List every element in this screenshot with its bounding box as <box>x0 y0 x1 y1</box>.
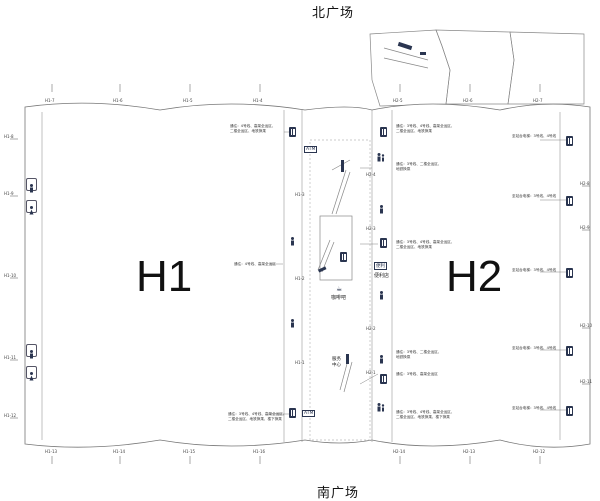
gate-label: H2-13 <box>463 449 476 454</box>
elevator-icon <box>380 374 387 384</box>
atm-sign: ATM <box>302 410 316 417</box>
direction-note: 通往：3号线、4号线、高架全运区、 二楼全运区、地铁换乘 <box>396 124 455 133</box>
lift-note: 至站台电梯：3号线、4号线 <box>512 268 557 272</box>
gate-label: H1-7 <box>45 98 55 103</box>
elevator-icon <box>380 238 387 248</box>
restroom-icon <box>26 366 37 381</box>
gate-label: H2-6 <box>463 98 473 103</box>
gate-label: H1-6 <box>113 98 123 103</box>
store-tag: 便利 <box>374 262 387 270</box>
direction-note: 通往：3号线、高架全运区 <box>396 372 438 376</box>
main-hall-outline <box>24 102 591 448</box>
gate-label: H1-15 <box>183 449 196 454</box>
gate-label: H1-2 <box>295 276 305 281</box>
gate-label: H1-5 <box>183 98 193 103</box>
gate-label: H1-10 <box>4 273 17 278</box>
gate-label: H1-8 <box>4 134 14 139</box>
elevator-icon <box>340 252 347 262</box>
gate-label: H1-13 <box>45 449 58 454</box>
gate-label: H2-14 <box>393 449 406 454</box>
elevator-icon <box>566 268 573 278</box>
restroom-icon <box>26 178 37 193</box>
lift-note: 至站台电梯：3号线、4号线 <box>512 194 557 198</box>
lift-note: 至站台电梯：3号线、4号线 <box>512 406 557 410</box>
gate-label: H1-11 <box>4 355 17 360</box>
direction-note: 通往：4号线、高架全运区 <box>234 262 276 266</box>
north-wing-escalator <box>397 41 426 55</box>
direction-note: 通往：3号线、4号线、高架全运区、 二楼全运区、地铁换乘、楼下换乘 <box>396 410 455 419</box>
gate-label: H1-4 <box>253 98 263 103</box>
elevator-icon <box>289 127 296 137</box>
gate-label: H2-12 <box>533 449 546 454</box>
direction-note: 通往：3号线、4号线、高架全运区、 二楼全运区、地铁换乘 <box>396 240 455 249</box>
gate-label: H1-16 <box>253 449 266 454</box>
south-plaza-label: 南广场 <box>317 486 360 501</box>
elevator-icon <box>566 346 573 356</box>
restroom-icon <box>26 344 37 359</box>
hall-h2-label: H2 <box>446 252 503 301</box>
coffee-bar-label: 咖啡吧 <box>331 295 347 301</box>
gate-label: H2-3 <box>366 226 376 231</box>
escalators <box>317 160 349 364</box>
gate-label: H2-9 <box>580 225 590 230</box>
atm-sign: ATM <box>304 146 318 153</box>
direction-note: 通往：3号线、二楼全运区、 地铁换乘 <box>396 162 442 171</box>
restroom-icon <box>288 314 297 328</box>
gate-label: H1-1 <box>295 360 305 365</box>
family-restroom-icon <box>376 398 385 412</box>
gate-label: H1-12 <box>4 413 17 418</box>
north-wing <box>369 29 585 107</box>
gate-label: H2-11 <box>580 379 593 384</box>
hall-h1-label: H1 <box>136 252 193 301</box>
north-plaza-label: 北广场 <box>312 6 355 21</box>
service-center-label: 服务中心 <box>332 357 341 368</box>
gate-label: H1-14 <box>113 449 126 454</box>
lift-note: 至站台电梯：3号线、4号线 <box>512 346 557 350</box>
elevator-icon <box>380 127 387 137</box>
direction-note: 通往：3号线、二楼全运区、 地铁换乘 <box>396 350 442 359</box>
gate-label: H2-1 <box>366 370 376 375</box>
gate-label: H1-9 <box>4 191 14 196</box>
gate-label: H1-3 <box>295 192 305 197</box>
direction-note: 通往：3号线、4号线、高架全运区、 二楼全运区、地铁换乘、楼下换乘 <box>228 412 287 421</box>
restroom-icon <box>377 350 386 364</box>
family-restroom-icon <box>376 148 385 162</box>
elevator-icon <box>566 406 573 416</box>
lift-note: 至站台电梯：3号线、4号线 <box>512 134 557 138</box>
elevator-icon <box>566 196 573 206</box>
coffee-icon: ☕ <box>336 285 343 293</box>
elevator-icon <box>289 408 296 418</box>
gate-label: H2-4 <box>366 172 376 177</box>
elevator-icon <box>566 136 573 146</box>
restroom-icon <box>377 286 386 300</box>
gate-label: H2-7 <box>533 98 543 103</box>
restroom-icon <box>288 232 297 246</box>
gate-label: H2-8 <box>580 181 590 186</box>
gate-label: H2-5 <box>393 98 403 103</box>
gate-label: H2-2 <box>366 326 376 331</box>
restroom-icon <box>377 200 386 214</box>
gate-label: H2-10 <box>580 323 593 328</box>
restroom-icon <box>26 200 37 215</box>
convenience-store-label: 便利店 <box>374 273 390 279</box>
direction-note: 通往：4号线、高架全运区、 二楼全运区、地铁换乘 <box>230 124 276 133</box>
